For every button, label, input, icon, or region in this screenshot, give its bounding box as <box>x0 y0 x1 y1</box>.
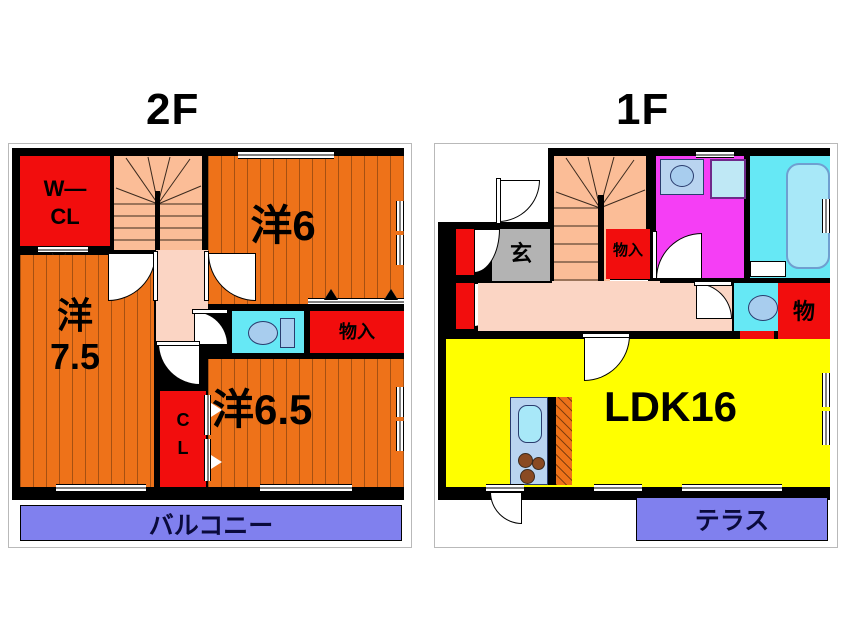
entrance-closet-lower <box>456 283 474 329</box>
ldk-exterior-door-swing[interactable] <box>490 492 522 524</box>
storage-monoire-1f <box>606 229 650 279</box>
cl-door-direction-icon-lower <box>211 455 222 469</box>
stove-burner-icon-1 <box>518 453 533 468</box>
yo6-closet-direction-icon-right <box>384 289 398 300</box>
toilet-1f-cabinet <box>740 331 774 341</box>
ldk-window-east-lower[interactable] <box>822 411 830 445</box>
room-wcl-label-line2: CL <box>50 204 80 229</box>
bathroom-door-direction-icon <box>756 262 772 274</box>
site-outline-1f <box>434 143 838 548</box>
room-wcl <box>20 156 110 246</box>
entrance-genkan-label: 玄 <box>509 241 532 266</box>
storage-mono-1f-label: 物 <box>792 299 815 324</box>
storage-mono-1f <box>778 283 830 345</box>
toilet-2f-door-leaf[interactable] <box>192 309 228 314</box>
yo6-window-north[interactable] <box>238 151 334 159</box>
ldk-window-south-left[interactable] <box>594 484 642 492</box>
cl-door-lower[interactable] <box>204 439 211 481</box>
ldk-sliding-door-south[interactable] <box>682 484 782 492</box>
room-yo6-label: 洋6 <box>250 202 316 249</box>
closet-cl <box>160 391 206 487</box>
room-yo65 <box>208 359 404 487</box>
storage-monoire-1f-label: 物入 <box>612 242 643 259</box>
wcl-closet-door[interactable] <box>38 246 88 253</box>
toilet-1f-door-leaf[interactable] <box>694 281 732 286</box>
room-ldk-label: LDK16 <box>604 383 738 430</box>
room-yo75-label-line1: 洋 <box>56 295 93 336</box>
ldk-door-leaf[interactable] <box>582 333 630 338</box>
cl-door-direction-icon-upper <box>211 403 222 417</box>
yo6-window-east-upper[interactable] <box>396 201 404 231</box>
stove-burner-icon-2 <box>532 457 545 470</box>
storage-monoire-2f <box>310 311 404 353</box>
hallway-1f <box>478 283 732 331</box>
site-outline-2f <box>8 143 412 548</box>
room-yo75-label-line2: 7.5 <box>49 336 101 377</box>
bathroom-window-east[interactable] <box>822 199 830 233</box>
yo75-door-leaf[interactable] <box>153 251 158 301</box>
entrance-porch-door-leaf[interactable] <box>496 178 501 224</box>
kitchen-partition <box>546 397 556 485</box>
yo75-window-south[interactable] <box>56 484 146 492</box>
floor-title-1f: 1F <box>616 85 670 134</box>
washbasin-bowl-icon <box>670 165 694 187</box>
washing-machine-icon <box>710 159 746 199</box>
toilet-bowl-1f-icon <box>748 295 778 321</box>
balcony-2f-label: バルコニー <box>148 512 274 540</box>
yo65-window-south[interactable] <box>260 484 352 492</box>
yo65-door-leaf[interactable] <box>156 341 200 346</box>
terrace-1f <box>636 497 828 541</box>
cl-door-upper[interactable] <box>204 395 211 435</box>
entrance-closet-upper <box>456 229 474 275</box>
yo65-window-east-upper[interactable] <box>396 387 404 417</box>
toilet-bowl-2f-icon <box>248 321 278 345</box>
stairs-1f-stringer <box>598 195 604 281</box>
washroom-window-north[interactable] <box>696 151 734 158</box>
room-yo65-label: 洋6.5 <box>212 386 313 433</box>
ldk-door-exterior[interactable] <box>486 484 524 492</box>
stairs-2f-stringer <box>155 191 160 250</box>
kitchen-sink-icon <box>518 405 542 443</box>
entrance-genkan <box>492 229 550 281</box>
stove-burner-icon-3 <box>520 469 535 484</box>
toilet-tank-2f-icon <box>280 318 295 348</box>
washroom-door-leaf[interactable] <box>652 231 657 279</box>
ldk-window-east-upper[interactable] <box>822 373 830 407</box>
terrace-1f-label: テラス <box>694 507 770 535</box>
floor-plan-2f: W— CL 洋6 <box>8 143 412 548</box>
floor-plan-1f: 玄 物入 <box>434 143 838 548</box>
hallway-1f-connector <box>552 281 660 285</box>
balcony-2f <box>20 505 402 541</box>
yo6-door-leaf[interactable] <box>204 251 209 301</box>
closet-cl-label-line1: C <box>176 410 190 430</box>
floor-title-2f: 2F <box>146 85 200 134</box>
room-wcl-label-line1: W— <box>43 176 87 201</box>
yo6-window-east-lower[interactable] <box>396 235 404 265</box>
kitchen-backsplash <box>556 397 572 485</box>
yo6-closet-direction-icon-left <box>324 289 338 300</box>
yo6-closet-doors[interactable] <box>308 298 404 305</box>
closet-cl-label-line2: L <box>177 438 189 458</box>
storage-monoire-2f-label: 物入 <box>339 322 375 342</box>
yo65-window-east-lower[interactable] <box>396 421 404 451</box>
